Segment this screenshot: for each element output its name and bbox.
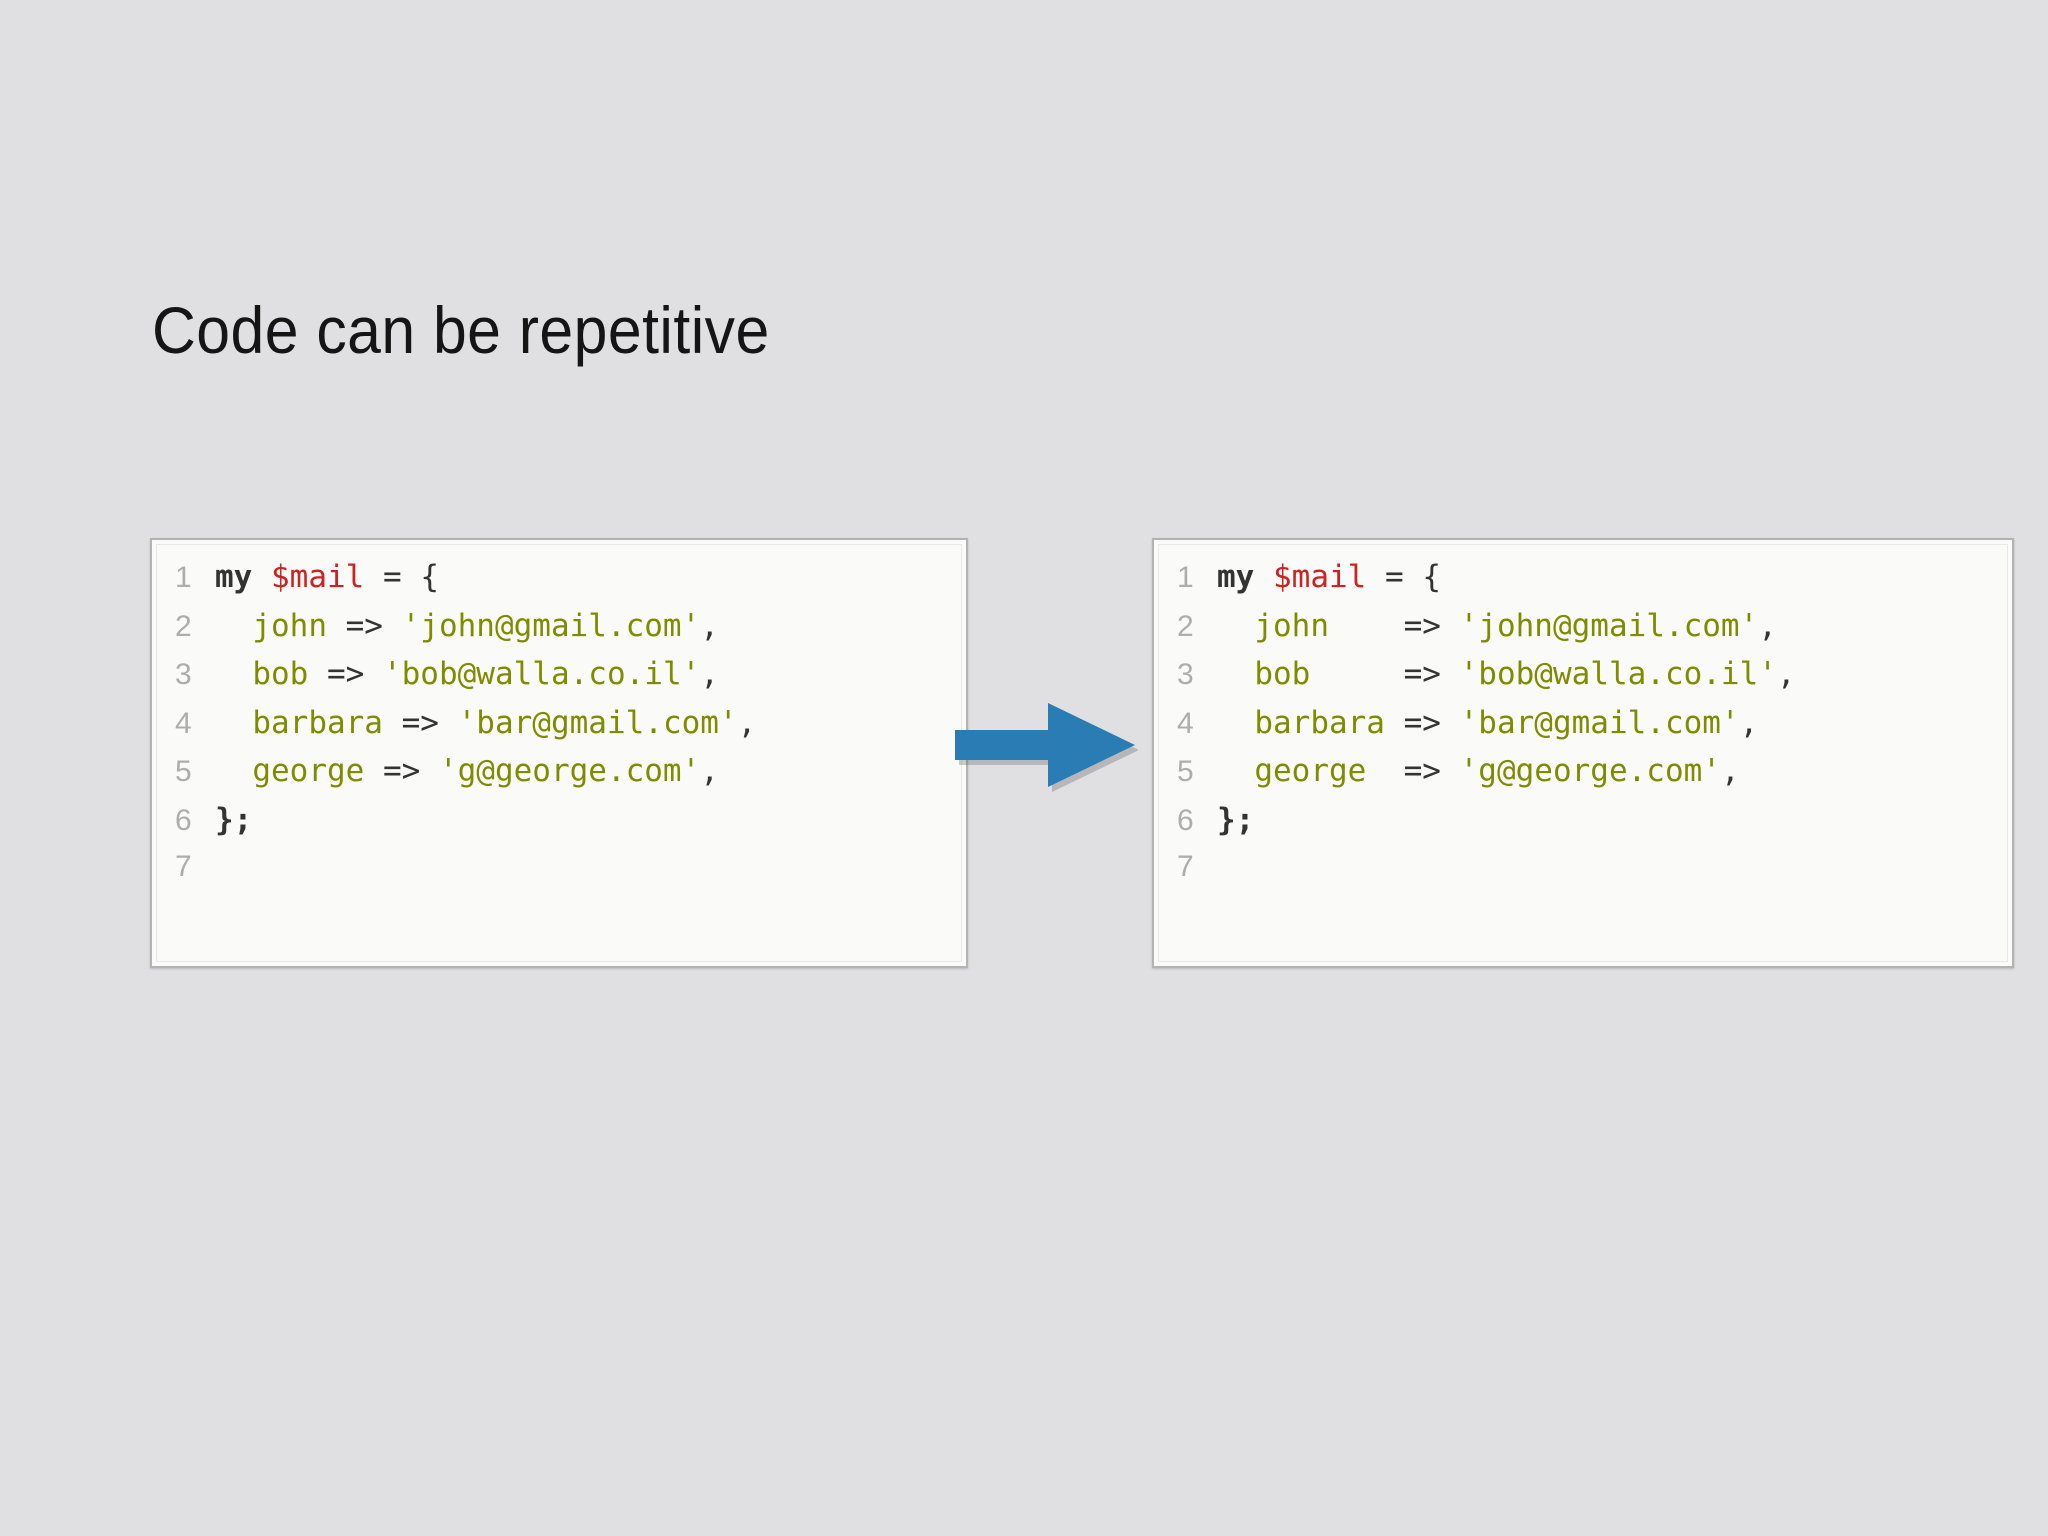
code-block-after: 1 my $mail = { 2 john => 'john@gmail.com',… [1152, 538, 2014, 968]
line-content: }; [215, 802, 252, 838]
code-token-str: 'bar@gmail.com' [1459, 704, 1740, 741]
line-number: 4 [1177, 706, 1194, 740]
code-token-op: => [326, 607, 402, 644]
code-token-plain [1217, 753, 1254, 789]
code-token-key: john [1254, 607, 1329, 644]
line-content: john => 'john@gmail.com', [1217, 608, 1777, 644]
code-token-op: , [700, 607, 719, 644]
code-token-str: 'bar@gmail.com' [457, 704, 738, 741]
code-line: 1 my $mail = { [175, 559, 951, 608]
line-content: barbara => 'bar@gmail.com', [215, 705, 756, 741]
code-token-pun: }; [215, 801, 253, 838]
code-token-kw: my [1217, 559, 1255, 595]
line-content: george => 'g@george.com', [1217, 753, 1740, 789]
code-line: 6}; [1177, 802, 1997, 851]
code-token-plain [215, 705, 252, 741]
arrow-shape [955, 703, 1135, 787]
code-line: 5 george => 'g@george.com', [175, 753, 951, 802]
code-line: 6}; [175, 802, 951, 851]
code-line: 2 john => 'john@gmail.com', [175, 608, 951, 657]
right-arrow-icon [952, 694, 1138, 794]
line-number: 2 [1177, 609, 1194, 643]
code-token-op: , [1758, 607, 1777, 644]
code-token-str: 'john@gmail.com' [401, 607, 701, 644]
code-token-pun: }; [1217, 801, 1255, 838]
code-line: 3 bob => 'bob@walla.co.il', [175, 656, 951, 705]
code-token-plain [215, 608, 252, 644]
code-line-list: 1 my $mail = { 2 john => 'john@gmail.com',… [175, 559, 951, 899]
line-number: 5 [1177, 755, 1194, 788]
line-number: 5 [175, 755, 192, 788]
code-token-plain [215, 753, 252, 789]
line-content: my $mail = { [1217, 559, 1441, 595]
code-token-var: $mail [1273, 559, 1367, 595]
code-line: 5 george => 'g@george.com', [1177, 753, 1997, 802]
code-token-str: 'g@george.com' [438, 753, 701, 789]
code-editor-surface: 1 my $mail = { 2 john => 'john@gmail.com',… [1158, 544, 2008, 962]
page-title: Code can be repetitive [152, 293, 770, 368]
line-number: 1 [175, 561, 192, 594]
code-token-plain [1217, 705, 1254, 741]
code-token-str: 'bob@walla.co.il' [1459, 656, 1777, 692]
code-token-plain [1217, 608, 1254, 644]
line-number: 3 [1177, 658, 1194, 691]
code-token-op: => [364, 753, 439, 789]
code-token-op: => [1328, 607, 1460, 644]
line-number: 7 [1177, 850, 1194, 883]
code-token-op: , [737, 704, 757, 741]
code-token-key: george [1254, 753, 1367, 789]
line-number: 3 [175, 658, 192, 691]
code-token-str: 'g@george.com' [1459, 753, 1721, 789]
code-token-op: => [1384, 704, 1460, 741]
line-content: bob => 'bob@walla.co.il', [215, 656, 719, 692]
code-token-str: 'john@gmail.com' [1459, 607, 1759, 644]
code-token-op: => [308, 656, 383, 692]
line-content: bob => 'bob@walla.co.il', [1217, 656, 1796, 692]
line-number: 4 [175, 706, 192, 740]
line-number: 7 [175, 850, 192, 883]
code-token-kw: my [215, 559, 253, 595]
line-content: my $mail = { [215, 559, 439, 595]
code-editor-surface: 1 my $mail = { 2 john => 'john@gmail.com',… [156, 544, 962, 962]
line-number: 6 [175, 803, 192, 837]
code-block-before: 1 my $mail = { 2 john => 'john@gmail.com',… [150, 538, 968, 968]
code-token-plain [1254, 559, 1273, 595]
code-line: 3 bob => 'bob@walla.co.il', [1177, 656, 1997, 705]
code-token-op: => [1310, 656, 1460, 692]
code-token-key: george [252, 753, 365, 789]
code-token-op: , [1776, 656, 1796, 692]
code-token-op: = { [364, 559, 439, 595]
code-token-plain [252, 559, 271, 595]
line-content: george => 'g@george.com', [215, 753, 719, 789]
code-token-var: $mail [271, 559, 365, 595]
line-number: 1 [1177, 561, 1194, 594]
code-token-plain [215, 656, 252, 692]
code-token-op: => [1366, 753, 1460, 789]
code-token-key: bob [1254, 656, 1311, 692]
line-number: 6 [1177, 803, 1194, 837]
line-number: 2 [175, 609, 192, 643]
code-token-key: barbara [252, 704, 383, 741]
code-token-key: john [252, 607, 327, 644]
code-line: 7 [175, 850, 951, 899]
code-token-key: bob [252, 656, 309, 692]
code-token-op: , [700, 753, 719, 789]
code-token-str: 'bob@walla.co.il' [382, 656, 701, 692]
code-token-op: , [1739, 704, 1759, 741]
code-line-list: 1 my $mail = { 2 john => 'john@gmail.com',… [1177, 559, 1997, 899]
line-content: john => 'john@gmail.com', [215, 608, 719, 644]
line-content: }; [1217, 802, 1254, 838]
code-token-op: = { [1366, 559, 1441, 595]
code-token-op: => [382, 704, 458, 741]
code-line: 7 [1177, 850, 1997, 899]
code-token-plain [1217, 656, 1254, 692]
line-content: barbara => 'bar@gmail.com', [1217, 705, 1758, 741]
code-token-op: , [700, 656, 719, 692]
code-line: 4 barbara => 'bar@gmail.com', [175, 705, 951, 754]
code-line: 2 john => 'john@gmail.com', [1177, 608, 1997, 657]
code-token-key: barbara [1254, 704, 1385, 741]
code-token-op: , [1720, 753, 1740, 789]
code-line: 1 my $mail = { [1177, 559, 1997, 608]
code-line: 4 barbara => 'bar@gmail.com', [1177, 705, 1997, 754]
